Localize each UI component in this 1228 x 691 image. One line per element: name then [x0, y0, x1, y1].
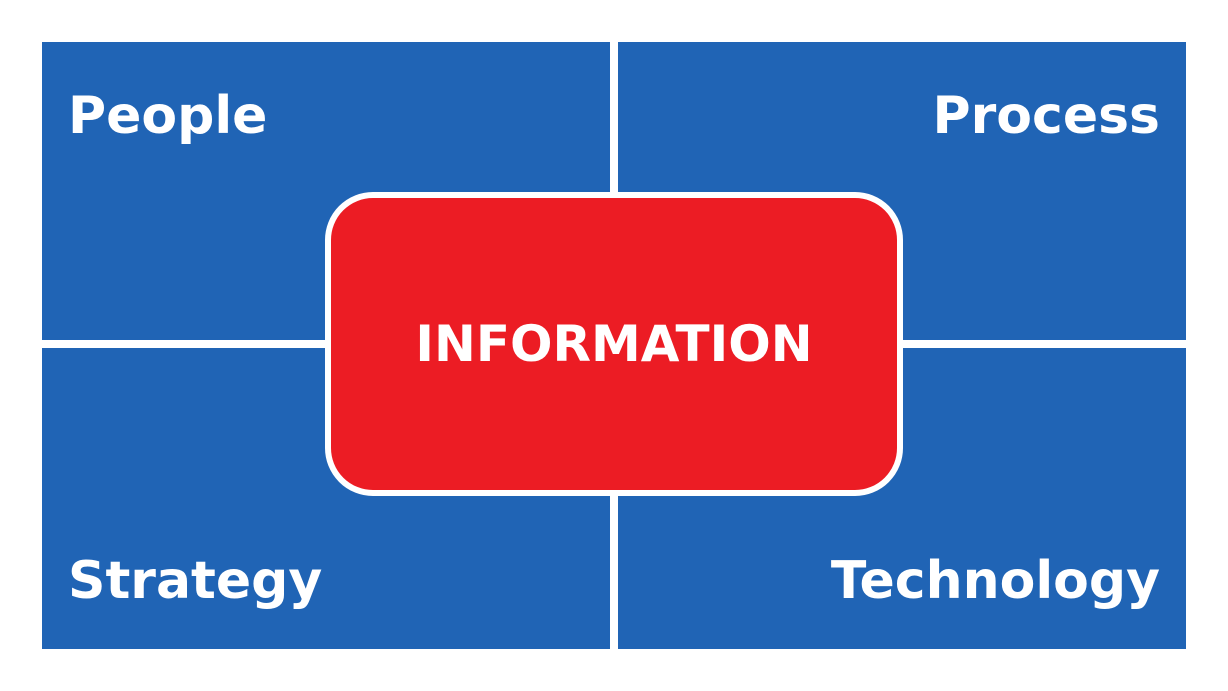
center-label: INFORMATION [415, 315, 813, 373]
center-information-box: INFORMATION [325, 192, 903, 496]
quadrant-label-people: People [68, 86, 268, 146]
quadrant-label-technology: Technology [830, 551, 1160, 611]
quadrant-label-process: Process [932, 86, 1160, 146]
quadrant-label-strategy: Strategy [68, 551, 323, 611]
